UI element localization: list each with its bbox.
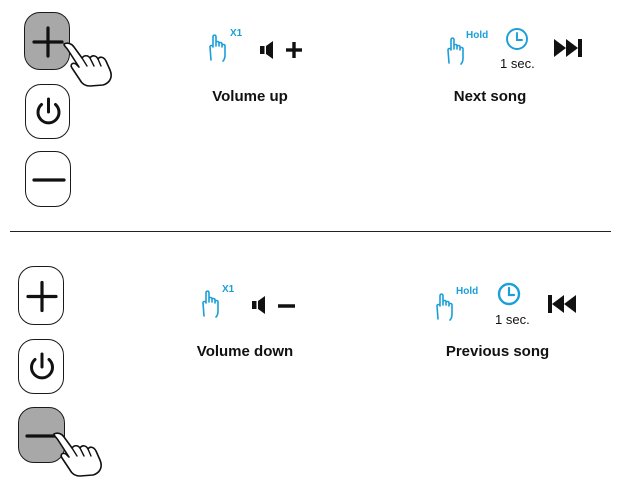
hand-pointer-icon — [53, 432, 102, 477]
power-button[interactable] — [25, 84, 70, 139]
plus-icon — [26, 280, 58, 313]
plus-button[interactable] — [18, 266, 64, 325]
minus-icon — [278, 304, 295, 308]
section-divider — [10, 231, 611, 232]
hold-duration: 1 sec. — [500, 56, 535, 71]
tap-hand-icon — [447, 37, 464, 65]
speaker-icon — [260, 41, 273, 59]
previous-track-icon — [548, 295, 576, 313]
minus-icon — [25, 434, 60, 438]
power-button[interactable] — [18, 339, 64, 394]
hand-pointer-icon — [63, 42, 112, 87]
tap-count-tag: X1 — [230, 28, 243, 39]
tap-hand-icon — [202, 290, 219, 318]
minus-icon — [32, 178, 66, 182]
volume-up-label: Volume up — [212, 88, 288, 105]
power-icon — [36, 97, 61, 125]
volume-down-label: Volume down — [196, 343, 294, 360]
hold-tag: Hold — [466, 30, 489, 41]
plus-icon — [32, 26, 64, 58]
clock-icon — [497, 282, 521, 306]
minus-button[interactable] — [25, 151, 71, 207]
plus-icon — [286, 42, 302, 58]
power-icon — [30, 352, 54, 380]
tap-hand-icon — [436, 293, 453, 321]
next-song-label: Next song — [453, 88, 527, 105]
speaker-icon — [252, 296, 265, 314]
tap-count-tag: X1 — [222, 284, 235, 295]
previous-song-label: Previous song — [445, 343, 550, 360]
tap-hand-icon — [209, 34, 226, 62]
hold-duration: 1 sec. — [495, 312, 530, 327]
plus-button[interactable] — [24, 12, 70, 70]
next-track-icon — [554, 39, 582, 57]
clock-icon — [506, 28, 528, 50]
hold-tag: Hold — [456, 286, 479, 297]
